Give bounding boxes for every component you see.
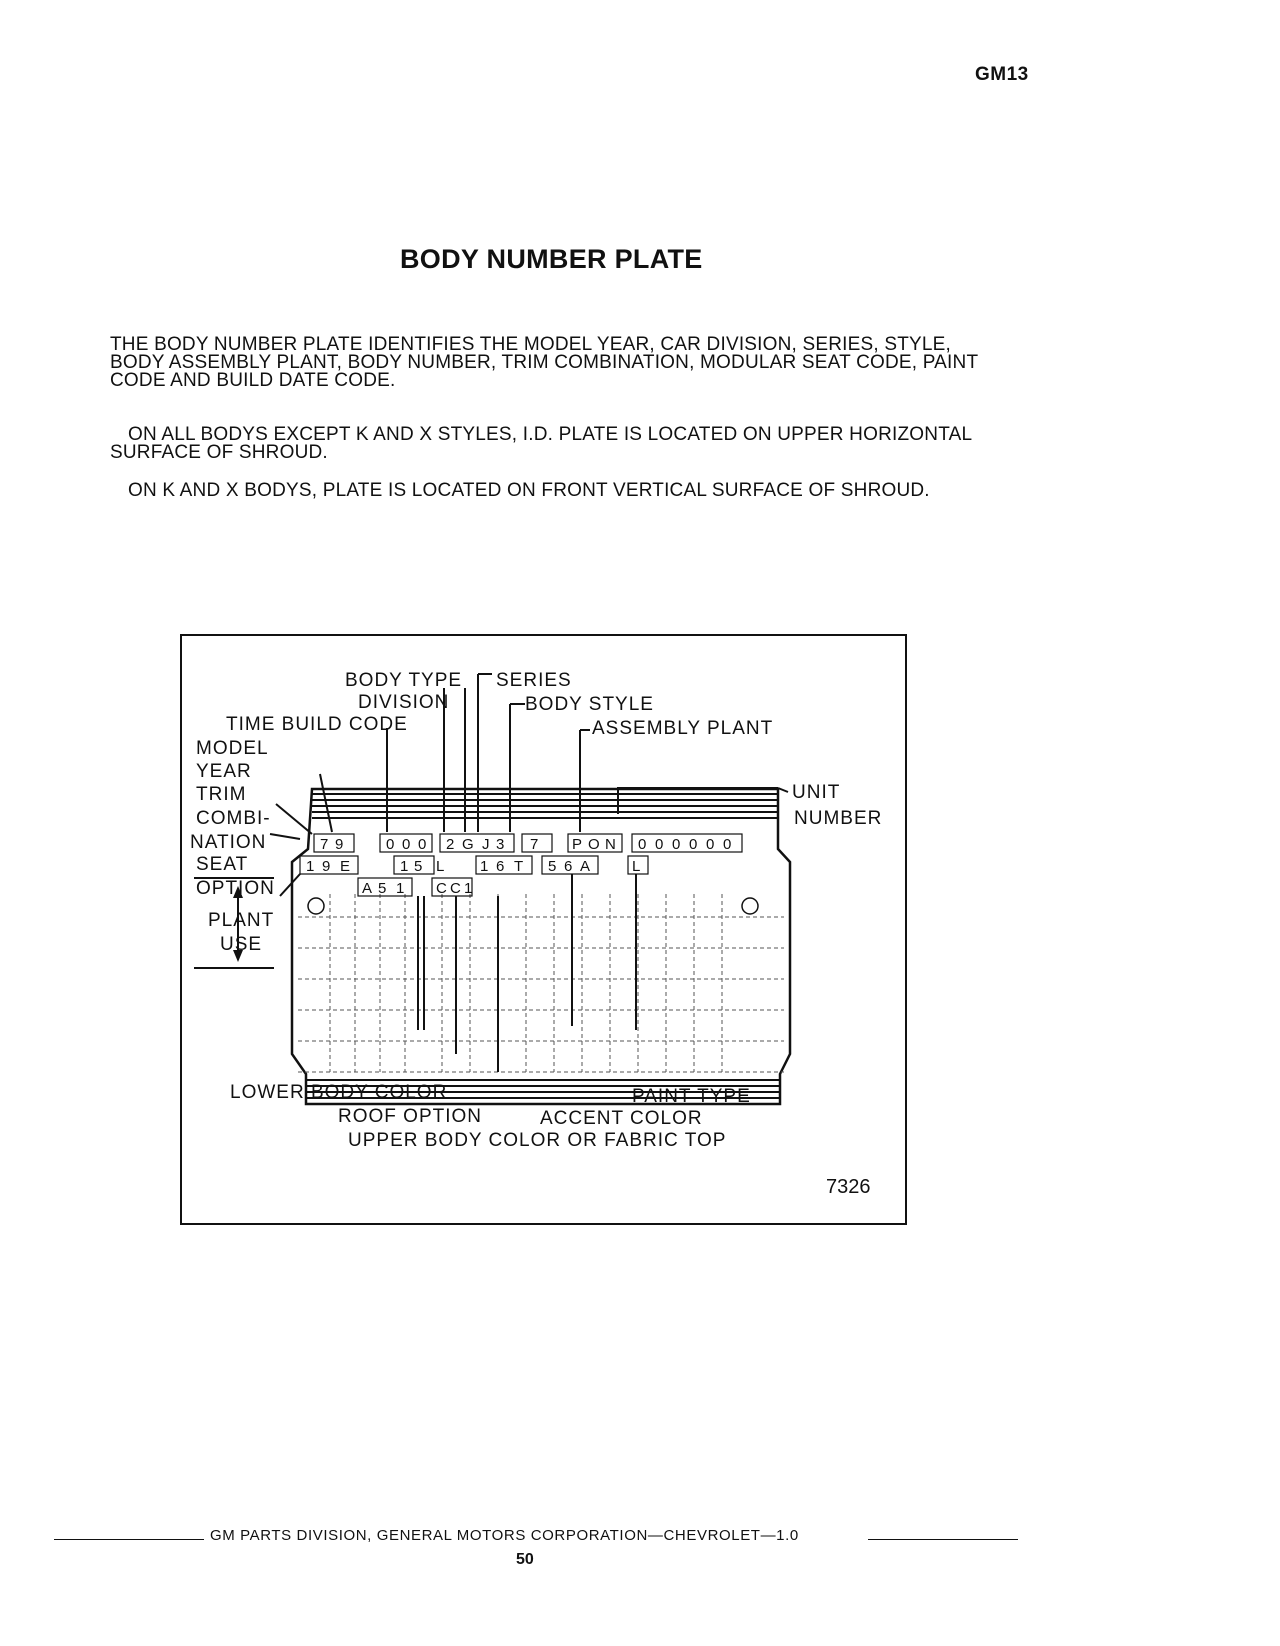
code-row-1 [313,833,743,853]
intro-paragraph: THE BODY NUMBER PLATE IDENTIFIES THE MOD… [110,334,978,391]
label-seat: SEAT [196,854,248,875]
code-row-2-values: 1 9 E 1 5 L 1 6 T 5 6 A L [306,858,640,875]
accent-color-char-2: 6 [564,858,572,875]
code-row-1-values: 7 9 0 0 0 2 G J 3 7 P O N 0 0 0 0 0 0 [320,836,731,853]
assembly-plant-char-2: O [588,836,600,853]
label-trim: TRIM [196,784,246,805]
roof-option-code: L [436,858,444,875]
time-build-digit-1: 0 [386,836,394,853]
accent-color-char-3: A [580,858,590,875]
footer-text: GM PARTS DIVISION, GENERAL MOTORS CORPOR… [210,1527,799,1544]
page-title: BODY NUMBER PLATE [400,244,703,274]
division-code: G [462,836,474,853]
kx-location-paragraph: ON K AND X BODYS, PLATE IS LOCATED ON FR… [128,480,930,501]
footer-rule-right [868,1539,1018,1540]
plate-outline [290,787,792,1106]
body-style-digit-2: 7 [530,836,538,853]
plant-use-arrows [233,886,243,962]
label-plant: PLANT [208,910,274,931]
label-body-style: BODY STYLE [525,694,654,715]
diagram-labels: BODY TYPE SERIES DIVISION BODY STYLE TIM… [190,670,882,1151]
figure-frame [180,634,907,1225]
upper-body-color-char-3: T [514,858,523,875]
upper-body-color-char-1: 1 [480,858,488,875]
unit-number-digit-6: 0 [723,836,731,853]
body-type-digit: 2 [446,836,454,853]
label-roof-option: ROOF OPTION [338,1106,482,1127]
unit-number-digit-1: 0 [638,836,646,853]
label-option: OPTION [196,878,275,899]
page-number: 50 [516,1551,534,1568]
seat-option-char-3: 1 [396,880,404,897]
label-use: USE [220,934,262,955]
time-build-digit-2: 0 [402,836,410,853]
label-lower-body-color: LOWER BODY COLOR [230,1082,447,1103]
seat-option-char-1: A [362,880,372,897]
roof-code-char-2: C [450,880,461,897]
lower-body-color-char-2: 5 [414,858,422,875]
unit-number-digit-3: 0 [672,836,680,853]
right-mounting-hole [741,897,759,915]
trim-code-char-3: E [340,858,350,875]
model-year-digit-2: 9 [335,836,343,853]
model-year-digit-1: 7 [320,836,328,853]
roof-code-char-1: C [436,880,447,897]
plate-bottom-stripes [306,1079,780,1099]
code-row-3 [357,877,473,897]
figure-number: 7326 [826,1176,871,1198]
body-number-plate-diagram: 7 9 0 0 0 2 G J 3 7 P O N 0 0 0 0 0 0 1 … [190,670,882,1151]
label-series: SERIES [496,670,572,691]
roof-code-char-3: 1 [464,880,472,897]
label-paint-type: PAINT TYPE [632,1086,751,1107]
code-row-2 [299,855,649,875]
label-accent-color: ACCENT COLOR [540,1108,703,1129]
left-mounting-hole [307,897,325,915]
trim-code-char-1: 1 [306,858,314,875]
footer-rule-left [54,1539,204,1540]
label-time-build-code: TIME BUILD CODE [226,714,408,735]
label-assembly-plant: ASSEMBLY PLANT [592,718,773,739]
body-style-digit-1: 3 [496,836,504,853]
assembly-plant-char-3: N [605,836,616,853]
label-unit: UNIT [792,782,840,803]
label-body-type: BODY TYPE [345,670,462,691]
unit-number-digit-4: 0 [689,836,697,853]
label-model: MODEL [196,738,269,759]
unit-number-digit-5: 0 [706,836,714,853]
label-combi: COMBI- [196,808,271,829]
leader-lines [194,673,789,1072]
series-code: J [482,836,490,853]
label-number: NUMBER [794,808,882,829]
code-row-3-values: A 5 1 C C 1 [362,880,472,897]
label-year: YEAR [196,761,252,782]
accent-color-char-1: 5 [548,858,556,875]
label-upper-body-color: UPPER BODY COLOR OR FABRIC TOP [348,1130,726,1151]
document-code: GM13 [975,64,1029,85]
label-nation: NATION [190,832,266,853]
upper-body-color-char-2: 6 [496,858,504,875]
location-paragraph: ON ALL BODYS EXCEPT K AND X STYLES, I.D.… [110,424,972,463]
plate-grid [298,894,784,1073]
paint-type-code: L [632,858,640,875]
unit-number-digit-2: 0 [655,836,663,853]
seat-option-char-2: 5 [378,880,386,897]
time-build-digit-3: 0 [418,836,426,853]
plate-top-stripes [312,793,778,819]
lower-body-color-char-1: 1 [400,858,408,875]
label-division: DIVISION [358,692,449,713]
trim-code-char-2: 9 [322,858,330,875]
assembly-plant-char-1: P [572,836,582,853]
